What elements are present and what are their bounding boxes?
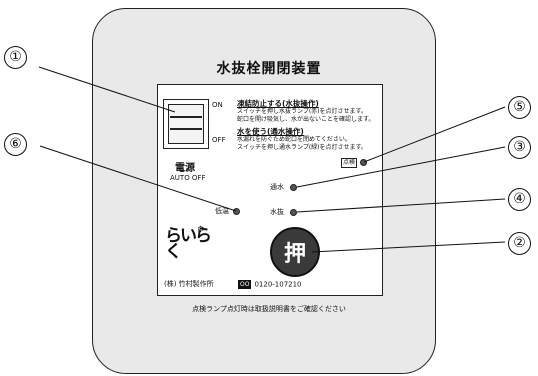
low-temp-lamp — [233, 208, 240, 215]
flow-lamp-label: 通水 — [270, 183, 284, 191]
freeze-line-2: 蛇口を開け吸気し、水が出ないことを確認します。 — [237, 116, 375, 123]
use-heading: 水を使う(通水操作) — [237, 127, 304, 136]
leader-line-4 — [296, 198, 506, 213]
maker-name: (株) 竹村製作所 — [164, 280, 214, 288]
device-title: 水抜栓開閉装置 — [216, 61, 322, 77]
callout-3: ③ — [508, 136, 531, 159]
drain-lamp — [290, 209, 297, 216]
push-button[interactable]: 押 — [270, 227, 320, 277]
callout-4: ④ — [508, 188, 531, 211]
callout-1: ① — [4, 46, 27, 69]
switch-off-label: OFF — [212, 136, 226, 144]
freeze-line-1: スイッチを押し水抜ランプ(赤)を点灯させます。 — [237, 108, 367, 115]
low-temp-lamp-label: 低温 — [215, 207, 229, 215]
footer-note: 点検ランプ点灯時は取扱説明書をご確認ください — [192, 305, 346, 313]
phone-icon: OO — [238, 280, 252, 289]
brand-logo: らいらく ❄ — [165, 225, 215, 262]
use-line-2: スイッチを押し通水ランプ(緑)を点灯させます。 — [237, 144, 367, 151]
power-label: 電源 — [175, 163, 195, 174]
power-auto-off: AUTO OFF — [170, 174, 206, 182]
leader-line-5 — [363, 106, 506, 163]
snowflake-icon: ❄ — [197, 225, 204, 235]
leader-line-2 — [311, 241, 506, 253]
leader-line-3 — [296, 146, 506, 188]
leader-line-6 — [39, 145, 237, 212]
freeze-heading: 凍結防止する(水抜操作) — [237, 99, 319, 108]
switch-divider — [170, 116, 202, 118]
drain-lamp-label: 水抜 — [270, 208, 284, 216]
inspect-lamp — [360, 159, 367, 166]
power-switch[interactable] — [168, 104, 204, 144]
leader-line-1 — [38, 66, 176, 113]
callout-2: ② — [508, 232, 531, 255]
phone-number: 0120-107210 — [254, 280, 302, 289]
switch-on-label: ON — [212, 101, 223, 109]
callout-5: ⑤ — [508, 96, 531, 119]
inspect-lamp-label: 点検 — [341, 158, 358, 168]
callout-6: ⑥ — [4, 133, 27, 156]
use-line-1: 水漏れを防ぐため蛇口を閉めてください。 — [237, 136, 351, 143]
switch-divider — [170, 128, 202, 130]
brand-logo-text: らいらく — [165, 226, 212, 262]
flow-lamp — [290, 184, 297, 191]
